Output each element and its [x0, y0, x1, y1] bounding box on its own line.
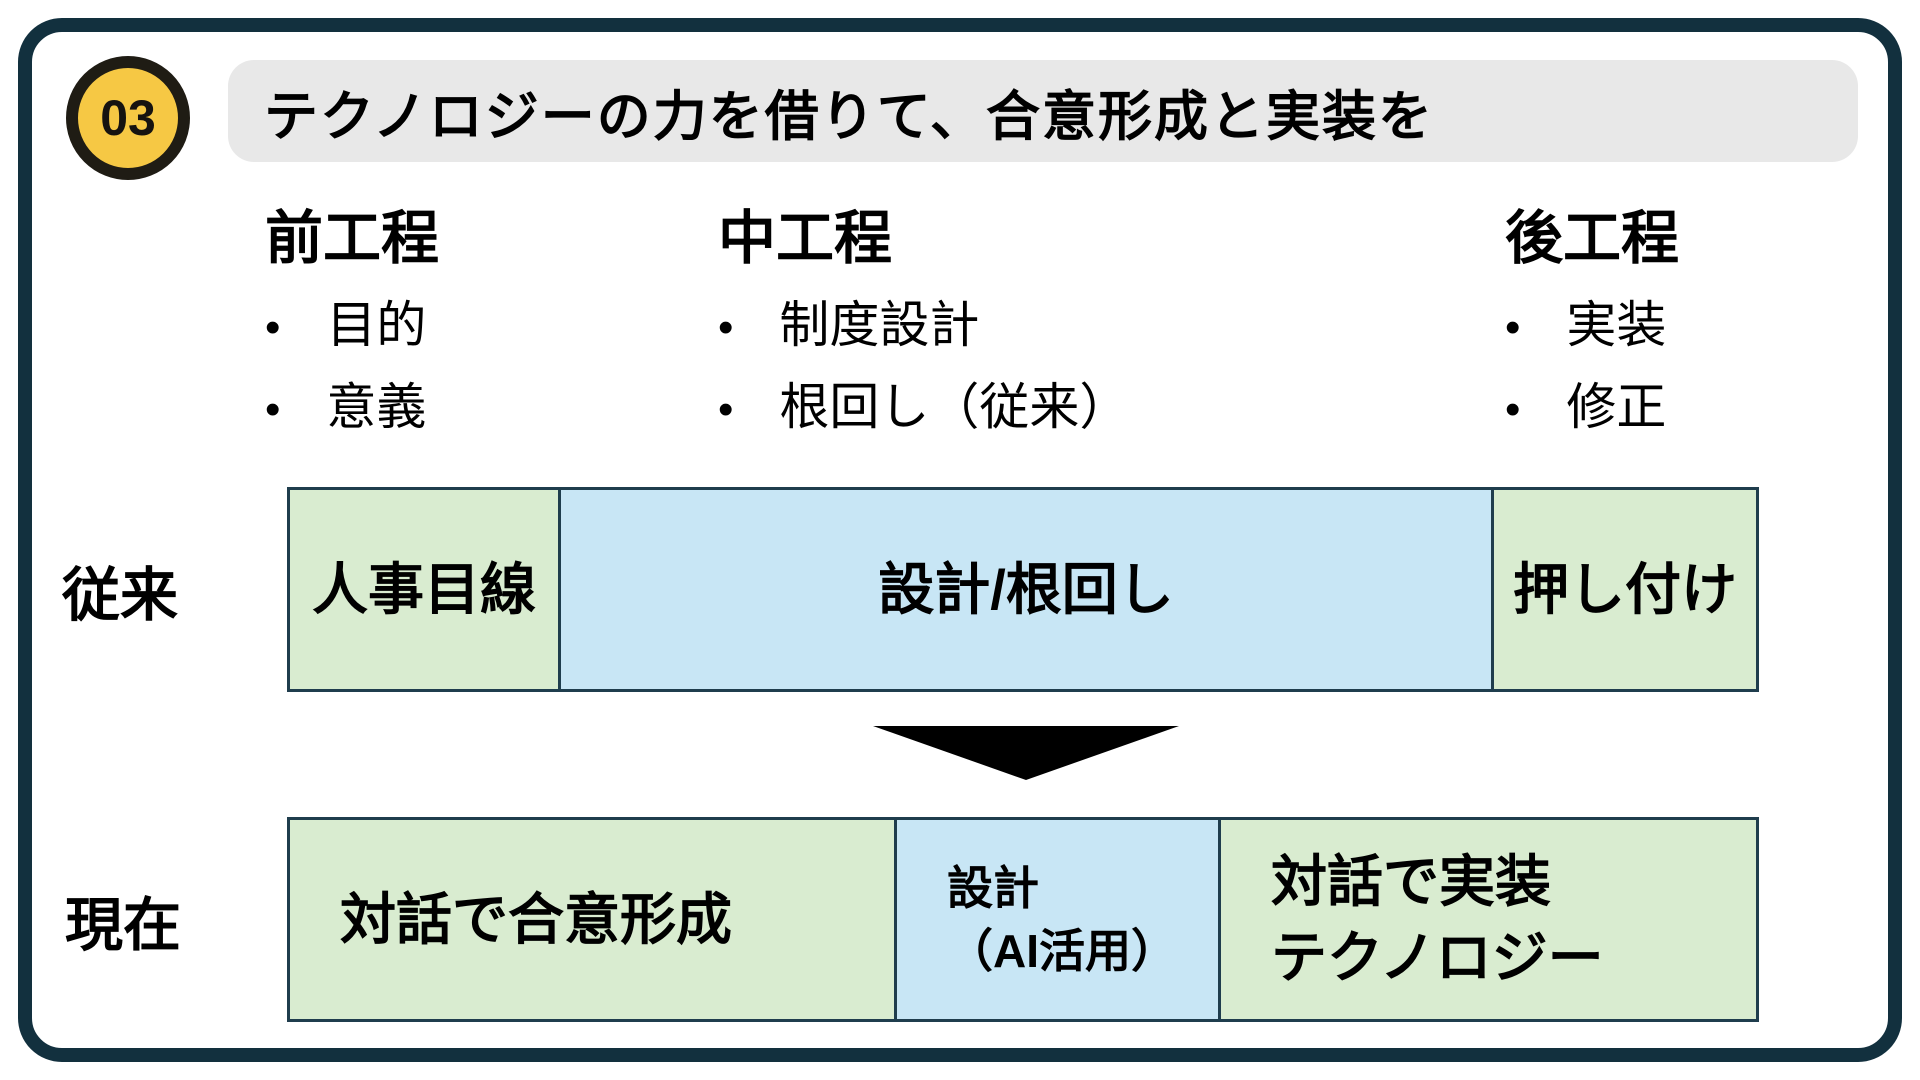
slide-border-frame	[18, 18, 1902, 1062]
phase-item-list: 実装 修正	[1505, 285, 1679, 439]
list-item: 根回し（従来）	[718, 367, 1129, 439]
phase-title: 後工程	[1505, 206, 1680, 271]
phase-column-after: 後工程 実装 修正	[1505, 207, 1679, 439]
phase-title: 中工程	[718, 206, 893, 271]
process-cell: 押し付け	[1491, 487, 1759, 692]
list-item: 意義	[265, 367, 439, 439]
phase-title: 前工程	[265, 206, 440, 271]
title-bar: テクノロジーの力を借りて、合意形成と実装を	[228, 60, 1858, 162]
phase-column-before: 前工程 目的 意義	[265, 207, 439, 439]
traditional-process-row: 人事目線 設計/根回し 押し付け	[287, 487, 1759, 692]
row-label-current: 現在	[65, 892, 182, 958]
process-cell: 人事目線	[287, 487, 561, 692]
list-item: 目的	[265, 285, 439, 357]
process-cell: 設計 （AI活用）	[894, 817, 1221, 1022]
list-item: 修正	[1505, 367, 1679, 439]
process-cell: 設計/根回し	[558, 487, 1494, 692]
down-arrow-icon	[873, 726, 1179, 780]
process-cell: 対話で合意形成	[287, 817, 897, 1022]
list-item: 実装	[1505, 285, 1679, 357]
step-number-badge: 03	[66, 56, 190, 180]
phase-column-middle: 中工程 制度設計 根回し（従来）	[718, 207, 1129, 439]
slide-title: テクノロジーの力を借りて、合意形成と実装を	[264, 86, 1435, 147]
phase-item-list: 制度設計 根回し（従来）	[718, 285, 1129, 439]
step-number: 03	[100, 90, 156, 146]
list-item: 制度設計	[718, 285, 1129, 357]
phase-item-list: 目的 意義	[265, 285, 439, 439]
row-label-traditional: 従来	[62, 562, 179, 628]
process-cell: 対話で実装 テクノロジー	[1218, 817, 1759, 1022]
current-process-row: 対話で合意形成 設計 （AI活用） 対話で実装 テクノロジー	[287, 817, 1759, 1022]
